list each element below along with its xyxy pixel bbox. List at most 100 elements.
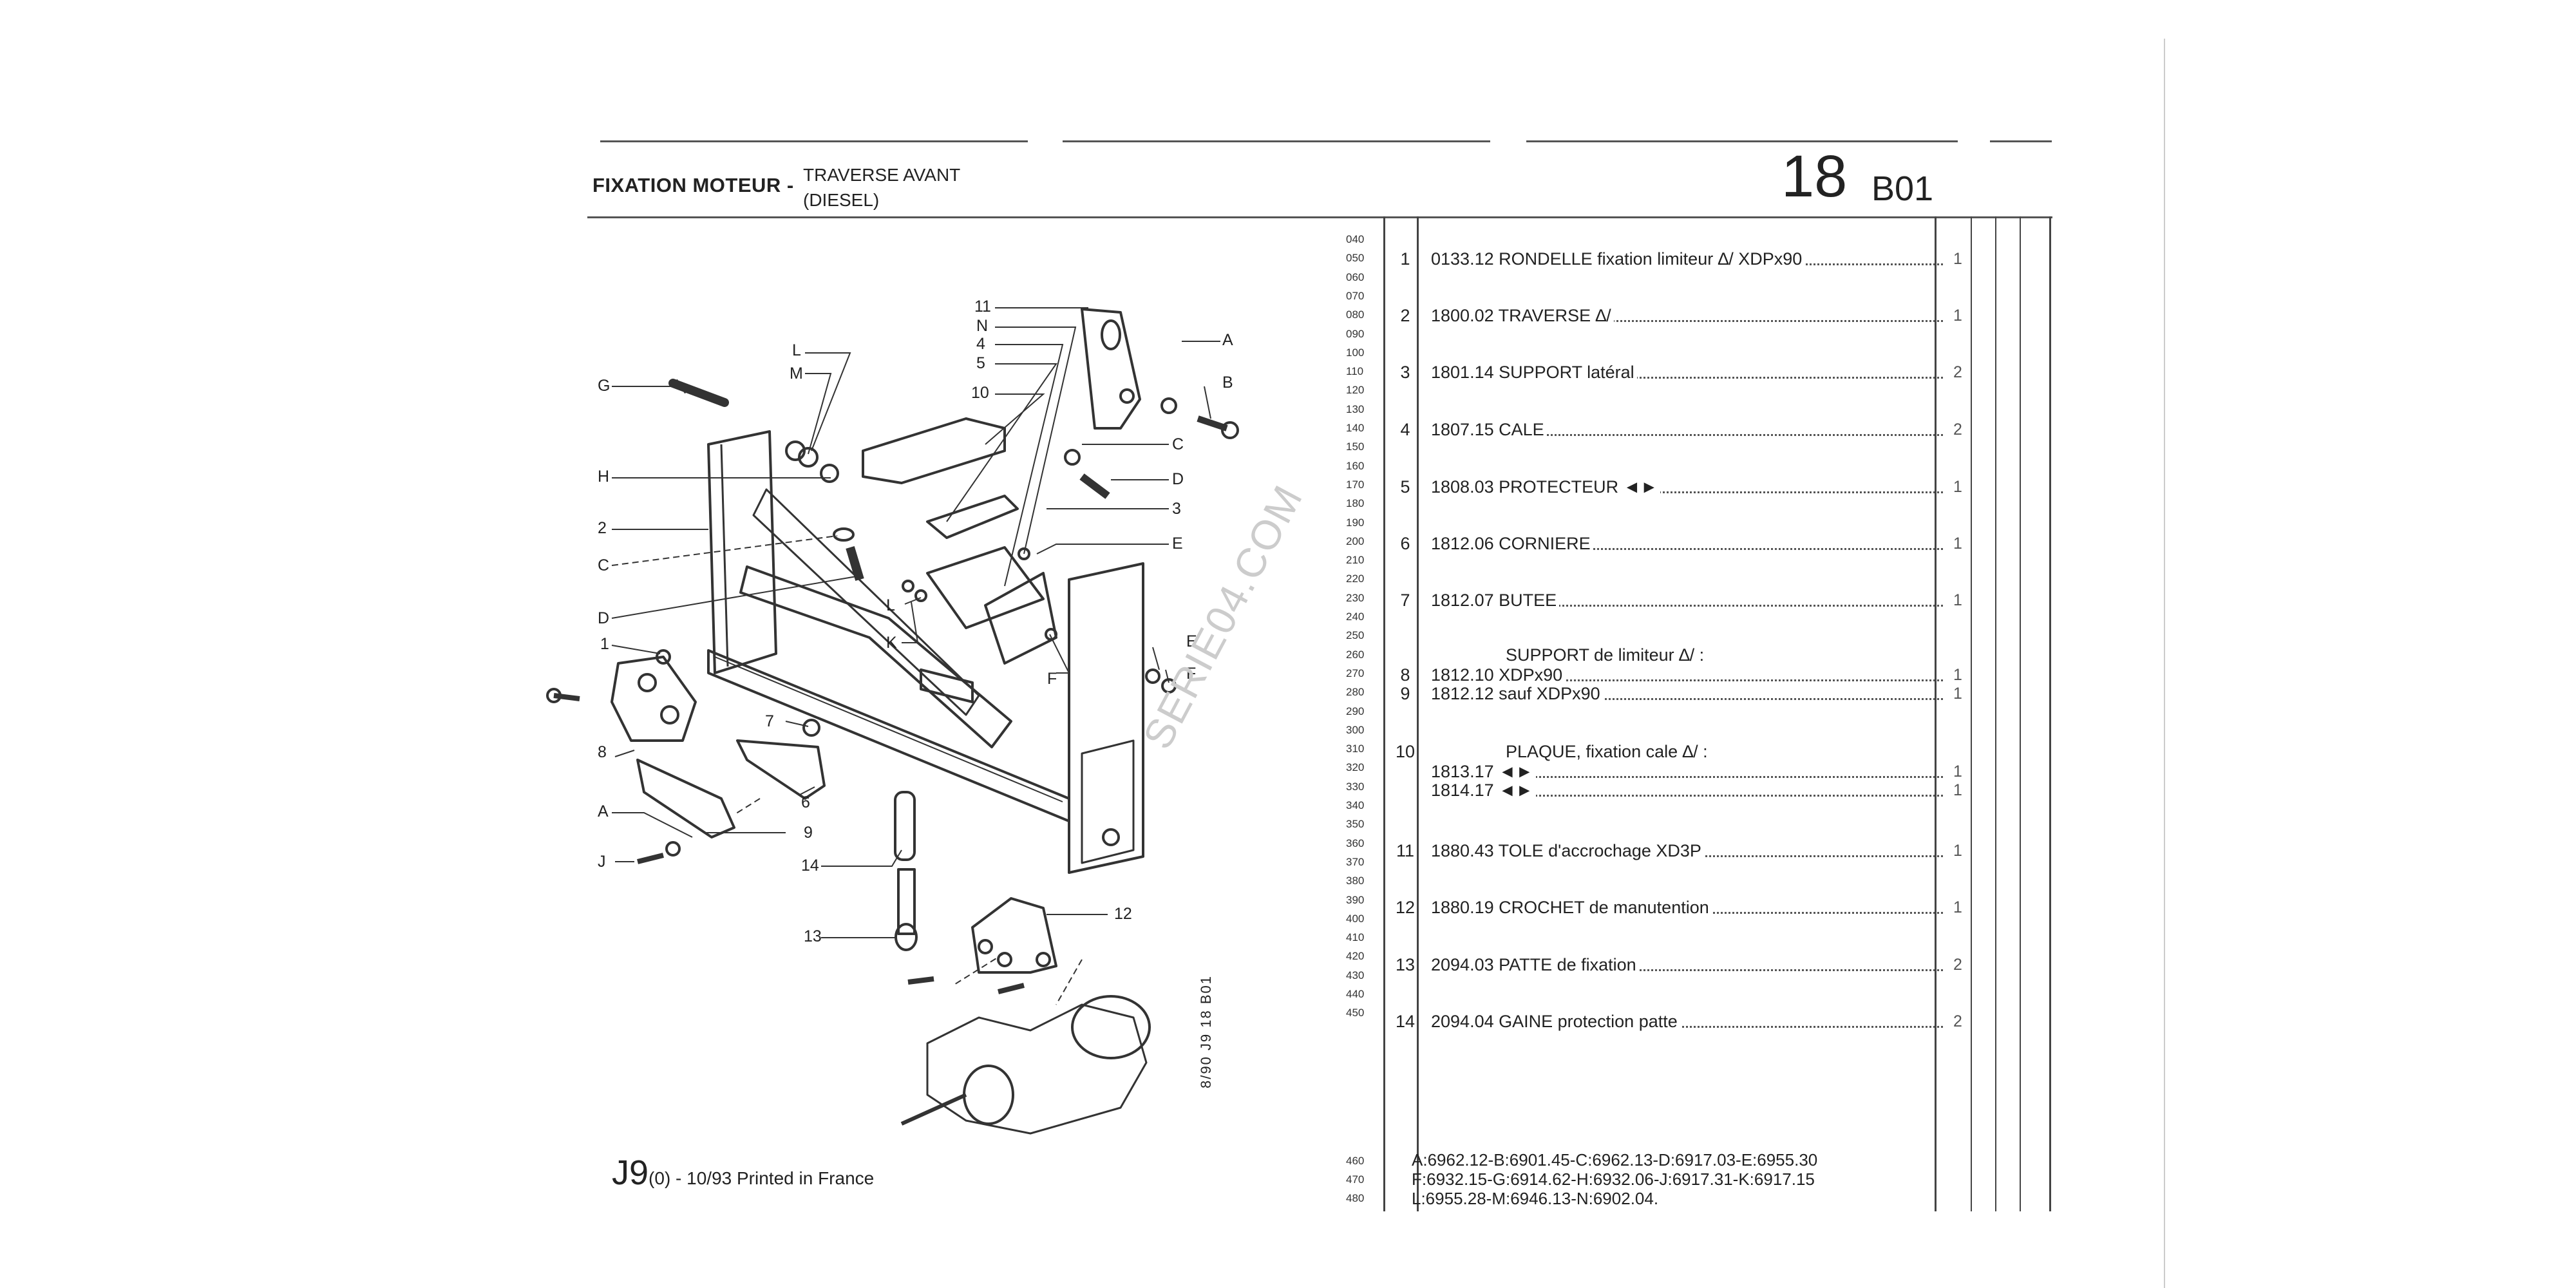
plaque-row-1-desc: 1813.17 ◄► xyxy=(1431,762,1943,782)
support-row-8-desc: 1812.10 XDPx90 xyxy=(1431,665,1943,685)
line-number: 320 xyxy=(1346,761,1365,774)
diagram-label-L: L xyxy=(886,596,895,614)
diagram-label-F: F xyxy=(1047,670,1057,688)
line-number: 190 xyxy=(1346,516,1365,529)
part-number: 12 xyxy=(1395,898,1416,917)
diagram-label-9: 9 xyxy=(804,824,813,842)
part-quantity: 1 xyxy=(1953,307,1962,325)
part-quantity: 2 xyxy=(1953,421,1962,439)
part-description: 1800.02 TRAVERSE ∆/ xyxy=(1431,306,1943,326)
part-description: 1807.15 CALE xyxy=(1431,420,1943,440)
diagram-label-L: L xyxy=(792,341,801,359)
line-number: 200 xyxy=(1346,535,1365,547)
page-subtitle-2: (DIESEL) xyxy=(803,190,880,210)
plaque-row-1-qty: 1 xyxy=(1953,762,1962,781)
line-number: 380 xyxy=(1346,875,1365,887)
header-rule-4 xyxy=(1990,140,2052,142)
support-part xyxy=(926,546,1045,629)
line-number: 330 xyxy=(1346,780,1365,793)
diagram-label-F: F xyxy=(1186,665,1197,683)
diagram-label-N: N xyxy=(976,317,989,335)
part-number: 3 xyxy=(1400,363,1410,382)
diagram-label-D: D xyxy=(1172,470,1184,488)
part-number: 14 xyxy=(1395,1012,1416,1031)
line-number: 040 xyxy=(1346,233,1365,245)
part-quantity: 2 xyxy=(1953,1012,1962,1030)
diagram-label-D: D xyxy=(598,609,610,627)
line-number: 430 xyxy=(1346,969,1365,981)
part-quantity: 1 xyxy=(1953,842,1962,860)
support-limiteur xyxy=(611,656,697,742)
line-number: 450 xyxy=(1346,1007,1365,1019)
line-number: 290 xyxy=(1346,705,1365,717)
line-number: 210 xyxy=(1346,554,1365,567)
crossmember-left-upright xyxy=(707,430,777,674)
diagram-label-C: C xyxy=(598,556,610,574)
line-number: 110 xyxy=(1346,365,1364,378)
plaque-group-number: 10 xyxy=(1395,742,1416,761)
line-number: 270 xyxy=(1346,667,1365,679)
part-quantity: 2 xyxy=(1953,363,1962,381)
gaine-part xyxy=(894,791,916,861)
support-row-8-number: 8 xyxy=(1400,665,1410,685)
page-edge-line xyxy=(2164,39,2165,1288)
line-number: 390 xyxy=(1346,893,1365,906)
footer-code: J9(0) - 10/93 Printed in France xyxy=(612,1153,875,1192)
page-number: 18 xyxy=(1781,144,1848,209)
part-description: 1812.07 BUTEE xyxy=(1431,591,1943,611)
diagram-label-J: J xyxy=(598,853,606,871)
protector-part xyxy=(984,572,1057,665)
table-line-1 xyxy=(1383,216,1385,1211)
table-line-5 xyxy=(1995,216,1996,1211)
diagram-label-H: H xyxy=(598,468,610,486)
diagram-label-M: M xyxy=(790,365,803,383)
crochet-part xyxy=(971,897,1057,974)
diagram-label-12: 12 xyxy=(1114,905,1132,923)
part-number: 6 xyxy=(1400,534,1410,553)
line-number: 300 xyxy=(1346,723,1365,736)
diagram-label-C: C xyxy=(1172,435,1184,453)
part-description: 1880.43 TOLE d'accrochage XD3P xyxy=(1431,841,1943,861)
diagram-label-10: 10 xyxy=(971,384,989,402)
line-number: 160 xyxy=(1346,459,1365,472)
line-number: 140 xyxy=(1346,422,1365,434)
part-quantity: 1 xyxy=(1953,250,1962,268)
part-description: 1808.03 PROTECTEUR ◄► xyxy=(1431,477,1943,497)
part-number: 7 xyxy=(1400,591,1410,610)
part-quantity: 1 xyxy=(1953,898,1962,916)
line-number: 230 xyxy=(1346,591,1365,604)
reference-line-2: F:6932.15-G:6914.62-H:6932.06-J:6917.31-… xyxy=(1412,1170,1815,1189)
part-description: 1880.19 CROCHET de manutention xyxy=(1431,898,1943,918)
diagram-label-7: 7 xyxy=(765,712,774,730)
plaque-group-heading: PLAQUE, fixation cale ∆/ : xyxy=(1506,742,1708,761)
diagram-label-A: A xyxy=(1222,331,1233,349)
diagram-label-8: 8 xyxy=(598,743,607,761)
corniere-part xyxy=(636,759,735,838)
header-bottom-rule xyxy=(587,216,2052,218)
plaque-row-2-desc: 1814.17 ◄► xyxy=(1431,781,1943,800)
part-number: 5 xyxy=(1400,477,1410,497)
line-number: 340 xyxy=(1346,799,1365,811)
line-number: 080 xyxy=(1346,308,1365,321)
diagram-label-4: 4 xyxy=(976,335,985,353)
line-number: 280 xyxy=(1346,686,1365,699)
diagram-label-6: 6 xyxy=(801,793,810,811)
line-number: 180 xyxy=(1346,497,1365,510)
line-number: 220 xyxy=(1346,573,1365,585)
plaque-row-2-qty: 1 xyxy=(1953,781,1962,799)
page-subtitle-1: TRAVERSE AVANT xyxy=(803,165,961,185)
diagram-label-14: 14 xyxy=(801,857,819,875)
diagram-label-2: 2 xyxy=(598,519,607,537)
part-description: 1801.14 SUPPORT latéral xyxy=(1431,363,1943,383)
tole-part xyxy=(1081,308,1141,430)
support-row-9-qty: 1 xyxy=(1953,685,1962,703)
support-row-8-qty: 1 xyxy=(1953,666,1962,684)
support-group-heading: SUPPORT de limiteur ∆/ : xyxy=(1506,645,1705,665)
table-line-2 xyxy=(1417,216,1419,1211)
line-number: 100 xyxy=(1346,346,1365,359)
part-number: 4 xyxy=(1400,420,1410,439)
header-rule-3 xyxy=(1526,140,1958,142)
patte-part xyxy=(897,868,916,935)
line-number: 410 xyxy=(1346,931,1365,944)
